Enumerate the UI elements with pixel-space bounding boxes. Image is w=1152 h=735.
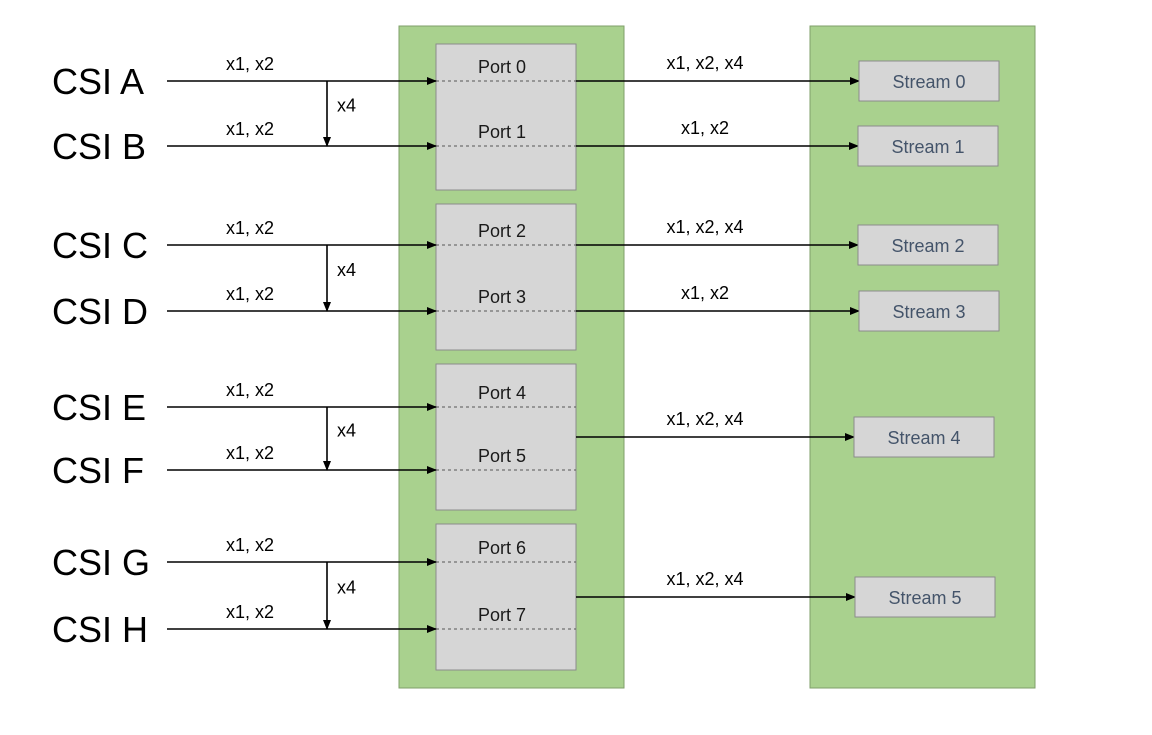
csi-input-label: CSI F bbox=[52, 450, 144, 491]
output-lane-label: x1, x2, x4 bbox=[666, 217, 743, 237]
port-box bbox=[435, 203, 577, 351]
port-label: Port 7 bbox=[478, 605, 526, 625]
input-lane-label: x1, x2 bbox=[226, 602, 274, 622]
output-lane-label: x1, x2, x4 bbox=[666, 569, 743, 589]
csi-input-label: CSI C bbox=[52, 225, 148, 266]
stream-box bbox=[858, 60, 1000, 102]
stream-box bbox=[857, 224, 999, 266]
stream-label: Stream 1 bbox=[891, 137, 964, 157]
input-lane-label: x1, x2 bbox=[226, 380, 274, 400]
stream-label: Stream 5 bbox=[888, 588, 961, 608]
stream-label: Stream 0 bbox=[892, 72, 965, 92]
input-lane-label: x1, x2 bbox=[226, 119, 274, 139]
output-lane-label: x1, x2, x4 bbox=[666, 409, 743, 429]
merge-lane-label: x4 bbox=[337, 96, 356, 116]
port-box bbox=[435, 363, 577, 511]
csi-input-label: CSI A bbox=[52, 61, 144, 102]
input-lane-label: x1, x2 bbox=[226, 218, 274, 238]
port-box bbox=[435, 43, 577, 191]
merge-lane-label: x4 bbox=[337, 260, 356, 280]
port-label: Port 1 bbox=[478, 122, 526, 142]
stream-label: Stream 3 bbox=[892, 302, 965, 322]
input-lane-label: x1, x2 bbox=[226, 54, 274, 74]
stream-label: Stream 2 bbox=[891, 236, 964, 256]
port-label: Port 3 bbox=[478, 287, 526, 307]
input-lane-label: x1, x2 bbox=[226, 284, 274, 304]
merge-lane-label: x4 bbox=[337, 578, 356, 598]
port-label: Port 4 bbox=[478, 383, 526, 403]
port-label: Port 6 bbox=[478, 538, 526, 558]
stream-box bbox=[857, 125, 999, 167]
port-label: Port 2 bbox=[478, 221, 526, 241]
input-lane-label: x1, x2 bbox=[226, 535, 274, 555]
port-label: Port 5 bbox=[478, 446, 526, 466]
stream-box bbox=[854, 576, 996, 618]
stream-label: Stream 4 bbox=[887, 428, 960, 448]
stream-box bbox=[853, 416, 995, 458]
merge-lane-label: x4 bbox=[337, 421, 356, 441]
port-box bbox=[435, 523, 577, 671]
port-label: Port 0 bbox=[478, 57, 526, 77]
csi-input-label: CSI G bbox=[52, 542, 150, 583]
stream-box bbox=[858, 290, 1000, 332]
csi-input-label: CSI B bbox=[52, 126, 146, 167]
output-lane-label: x1, x2 bbox=[681, 118, 729, 138]
output-lane-label: x1, x2 bbox=[681, 283, 729, 303]
input-lane-label: x1, x2 bbox=[226, 443, 274, 463]
output-lane-label: x1, x2, x4 bbox=[666, 53, 743, 73]
csi-input-label: CSI E bbox=[52, 387, 146, 428]
csi-input-label: CSI D bbox=[52, 291, 148, 332]
csi-input-label: CSI H bbox=[52, 609, 148, 650]
